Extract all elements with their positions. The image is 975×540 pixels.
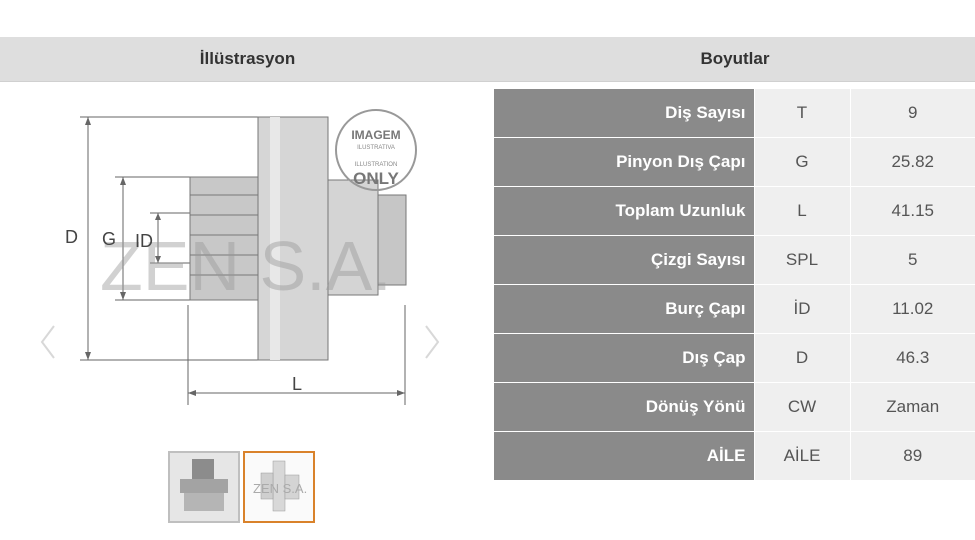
table-row: Diş Sayısı T 9: [494, 89, 975, 138]
illustration-heading: İllüstrasyon: [199, 49, 296, 68]
svg-text:ONLY: ONLY: [353, 169, 399, 188]
spec-label: Çizgi Sayısı: [494, 235, 755, 285]
thumbnail-photo[interactable]: [168, 451, 240, 523]
dim-label-l: L: [292, 374, 302, 394]
spec-value: 89: [850, 431, 975, 481]
svg-text:ZEN S.A.: ZEN S.A.: [253, 481, 307, 496]
spec-value: 9: [850, 89, 975, 138]
spec-code: T: [754, 89, 851, 138]
dim-label-d: D: [65, 227, 78, 247]
svg-text:IMAGEM: IMAGEM: [351, 128, 400, 142]
spec-label: Dış Çap: [494, 333, 755, 383]
watermark-text: ZEN S.A.: [100, 227, 392, 305]
product-photo-image: [170, 453, 238, 521]
dim-label-id: ID: [135, 231, 153, 251]
dimensions-table: Diş Sayısı T 9 Pinyon Dış Çapı G 25.82 T…: [494, 89, 975, 481]
spec-label: Dönüş Yönü: [494, 382, 755, 432]
spec-value: 5: [850, 235, 975, 285]
spec-code: G: [754, 137, 851, 187]
spec-label: Toplam Uzunluk: [494, 186, 755, 236]
technical-drawing: ZEN S.A. IMAGEM ILUSTRATIVA ILLUSTRATION…: [65, 109, 417, 405]
spec-label: Burç Çapı: [494, 284, 755, 334]
technical-drawing-thumbnail: ZEN S.A.: [245, 453, 313, 521]
table-row: Pinyon Dış Çapı G 25.82: [494, 137, 975, 187]
spec-code: İD: [754, 284, 851, 334]
section-header-bar: İllüstrasyon Boyutlar: [0, 37, 975, 82]
spec-value: 25.82: [850, 137, 975, 187]
spec-code: AİLE: [754, 431, 851, 481]
spec-value: 46.3: [850, 333, 975, 383]
table-row: Toplam Uzunluk L 41.15: [494, 186, 975, 236]
table-row: Dönüş Yönü CW Zaman: [494, 382, 975, 432]
previous-image-icon[interactable]: [38, 322, 58, 362]
dimensions-heading: Boyutlar: [700, 49, 770, 68]
spec-label: Diş Sayısı: [494, 89, 755, 138]
svg-text:ILUSTRATIVA: ILUSTRATIVA: [357, 145, 395, 151]
spec-value: Zaman: [850, 382, 975, 432]
spec-label: AİLE: [494, 431, 755, 481]
spec-code: D: [754, 333, 851, 383]
spec-code: SPL: [754, 235, 851, 285]
illustration-stamp: IMAGEM ILUSTRATIVA ILLUSTRATION ONLY: [335, 109, 417, 191]
spec-label: Pinyon Dış Çapı: [494, 137, 755, 187]
spec-code: CW: [754, 382, 851, 432]
spec-value: 11.02: [850, 284, 975, 334]
spec-code: L: [754, 186, 851, 236]
table-row: Dış Çap D 46.3: [494, 333, 975, 383]
table-row: AİLE AİLE 89: [494, 431, 975, 481]
table-row: Burç Çapı İD 11.02: [494, 284, 975, 334]
spec-value: 41.15: [850, 186, 975, 236]
thumbnail-drawing[interactable]: ZEN S.A.: [243, 451, 315, 523]
table-row: Çizgi Sayısı SPL 5: [494, 235, 975, 285]
svg-text:ILLUSTRATION: ILLUSTRATION: [355, 162, 398, 168]
next-image-icon[interactable]: [422, 322, 442, 362]
dim-label-g: G: [102, 229, 116, 249]
